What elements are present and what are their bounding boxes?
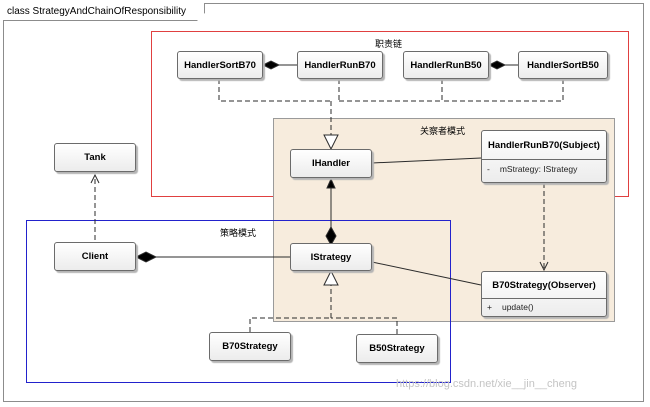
class-name: HandlerRunB70 [304, 59, 376, 71]
attribute-row: - mStrategy: IStrategy [482, 160, 606, 174]
b50strategy-realization-line [331, 317, 398, 334]
runb50-realization-line [339, 79, 443, 102]
class-handler-run-b70-subject[interactable]: HandlerRunB70(Subject) - mStrategy: IStr… [481, 130, 607, 183]
class-ihandler[interactable]: IHandler [290, 149, 372, 178]
class-name: Tank [84, 152, 106, 163]
class-tank[interactable]: Tank [54, 143, 136, 172]
composition-diamond-runb50 [487, 60, 507, 70]
class-name: HandlerRunB70(Subject) [482, 131, 606, 160]
composition-diamond-runb70 [261, 60, 281, 70]
class-handler-run-b50[interactable]: HandlerRunB50 [403, 51, 489, 79]
diagram-title: class StrategyAndChainOfResponsibility [3, 3, 205, 21]
composition-diamond-client [134, 251, 158, 263]
class-b70-strategy[interactable]: B70Strategy [209, 332, 291, 361]
class-handler-sort-b50[interactable]: HandlerSortB50 [518, 51, 608, 79]
istrategy-observer-line [371, 261, 482, 286]
strategy-pattern-region [26, 220, 451, 383]
class-name: Client [81, 251, 109, 262]
class-name: B70Strategy [222, 341, 278, 352]
watermark-text: https://blog.csdn.net/xie__jin__cheng [396, 378, 578, 390]
class-client[interactable]: Client [54, 242, 136, 271]
class-name: IHandler [311, 158, 350, 169]
class-b70-strategy-observer[interactable]: B70Strategy(Observer) + update() [481, 271, 607, 317]
realization-triangle-ihandler [323, 134, 339, 151]
class-name: IStrategy [310, 251, 352, 263]
class-name: B70Strategy(Observer) [482, 272, 606, 299]
class-name: HandlerSortB70 [184, 59, 256, 71]
class-handler-run-b70[interactable]: HandlerRunB70 [297, 51, 383, 79]
class-istrategy[interactable]: IStrategy [290, 243, 372, 271]
class-handler-sort-b70[interactable]: HandlerSortB70 [177, 51, 263, 79]
class-b50-strategy[interactable]: B50Strategy [356, 334, 438, 363]
ihandler-subject-line [371, 157, 482, 164]
realization-triangle-istrategy [323, 269, 339, 286]
observer-region-label: 关察者模式 [420, 126, 466, 136]
chain-region-label: 职责链 [375, 39, 403, 49]
navigable-arrow-ihandler [326, 177, 336, 189]
operation-row: + update() [482, 299, 606, 312]
class-name: HandlerRunB50 [410, 59, 482, 71]
strategy-region-label: 策略模式 [220, 228, 257, 238]
visibility-public: + [487, 302, 492, 312]
operation-update: update() [501, 302, 534, 312]
b70strategy-realization-line [249, 317, 331, 332]
class-name: B50Strategy [369, 343, 425, 354]
visibility-private: - [487, 164, 490, 174]
sortb50-realization-line [442, 79, 564, 102]
attribute-mstrategy: mStrategy: IStrategy [499, 164, 578, 174]
class-name: HandlerSortB50 [527, 59, 599, 71]
sortb70-realization-line [218, 79, 331, 102]
